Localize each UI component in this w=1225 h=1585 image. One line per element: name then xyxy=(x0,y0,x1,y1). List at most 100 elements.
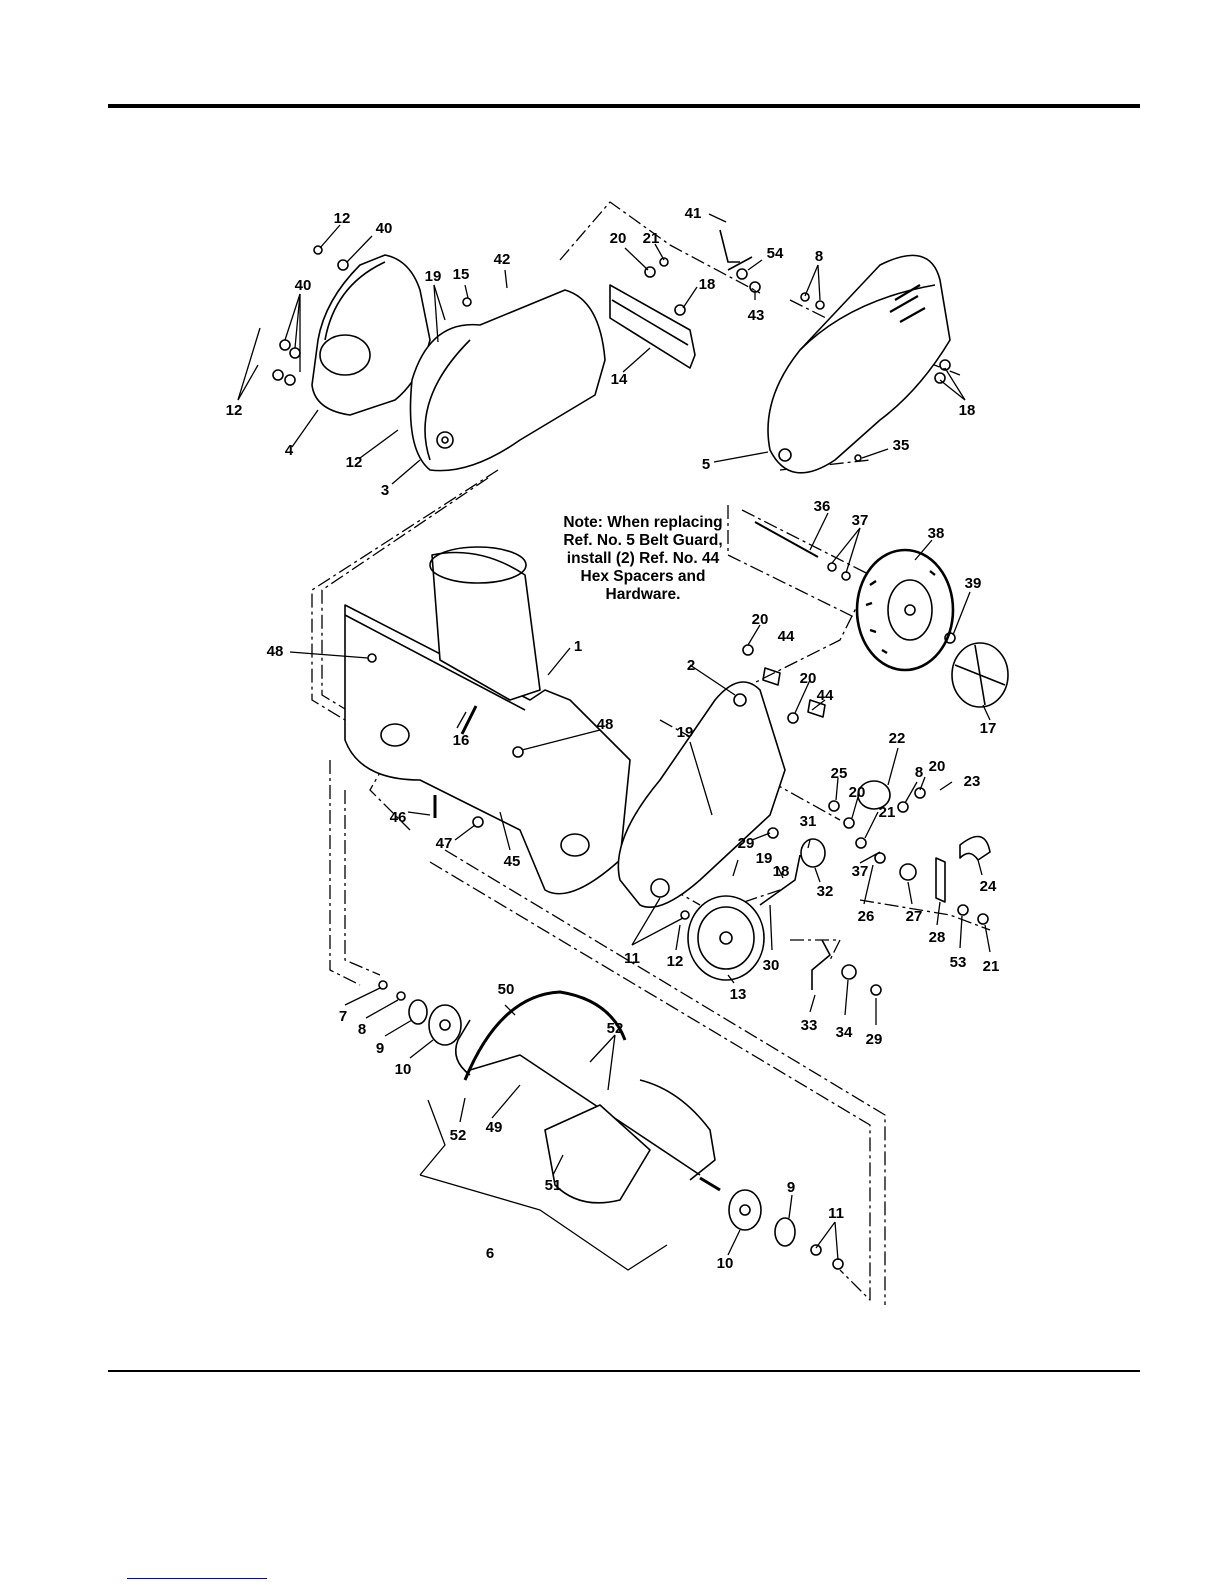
part-9-bearing-left xyxy=(408,999,428,1025)
callout-46: 46 xyxy=(390,809,407,826)
part-17-hubcap xyxy=(951,642,1009,708)
callout-52: 52 xyxy=(450,1127,467,1144)
callout-30: 30 xyxy=(763,957,780,974)
callout-37: 37 xyxy=(852,863,869,880)
callout-13: 13 xyxy=(730,986,747,1003)
callout-8: 8 xyxy=(815,248,823,265)
callout-52: 52 xyxy=(607,1020,624,1037)
callout-2: 2 xyxy=(687,657,695,674)
callout-43: 43 xyxy=(748,307,765,324)
callout-53: 53 xyxy=(950,954,967,971)
callout-33: 33 xyxy=(801,1017,818,1034)
callout-22: 22 xyxy=(889,730,906,747)
part-9-bearing-right xyxy=(774,1217,796,1247)
callout-12: 12 xyxy=(334,210,351,227)
part-2-side-plate xyxy=(617,681,786,909)
part-14-belt-guide xyxy=(609,284,696,369)
callout-39: 39 xyxy=(965,575,982,592)
belt-guard-note: Note: When replacing Ref. No. 5 Belt Gua… xyxy=(538,514,748,604)
part-5-belt-guard xyxy=(767,254,951,474)
small-hardware xyxy=(272,229,991,1270)
leader-lines xyxy=(237,213,991,1271)
callout-24: 24 xyxy=(980,878,997,895)
callout-19: 19 xyxy=(425,268,442,285)
callout-34: 34 xyxy=(836,1024,853,1041)
callout-5: 5 xyxy=(702,456,710,473)
callout-28: 28 xyxy=(929,929,946,946)
callout-12: 12 xyxy=(226,402,243,419)
callout-21: 21 xyxy=(879,804,896,821)
callout-4: 4 xyxy=(285,442,294,459)
callout-32: 32 xyxy=(817,883,834,900)
part-1-auger-housing xyxy=(344,546,631,895)
part-6-auger-assembly xyxy=(454,990,721,1204)
callout-15: 15 xyxy=(453,266,470,283)
part-4-pulley-cover xyxy=(311,254,431,416)
callout-20: 20 xyxy=(929,758,946,775)
note-line: install (2) Ref. No. 44 xyxy=(566,550,720,567)
part-3-inner-housing xyxy=(409,289,606,472)
callout-54: 54 xyxy=(767,245,784,262)
callout-44: 44 xyxy=(778,628,795,645)
callout-37: 37 xyxy=(852,512,869,529)
callout-36: 36 xyxy=(814,498,831,515)
callout-40: 40 xyxy=(376,220,393,237)
callout-20: 20 xyxy=(849,784,866,801)
callout-25: 25 xyxy=(831,765,848,782)
callout-20: 20 xyxy=(800,670,817,687)
callout-14: 14 xyxy=(611,371,628,388)
part-36-axle xyxy=(754,521,819,558)
callout-12: 12 xyxy=(667,953,684,970)
callout-9: 9 xyxy=(787,1179,795,1196)
callout-21: 21 xyxy=(983,958,1000,975)
callout-9: 9 xyxy=(376,1040,384,1057)
callout-38: 38 xyxy=(928,525,945,542)
callout-labels: 12 40 40 12 4 19 15 42 12 3 20 21 41 54 … xyxy=(226,205,1000,1272)
part-38-wheel xyxy=(855,548,955,672)
footer-link-underline[interactable] xyxy=(127,1578,267,1579)
callout-21: 21 xyxy=(643,230,660,247)
callout-6: 6 xyxy=(486,1245,494,1262)
callout-18: 18 xyxy=(959,402,976,419)
callout-19: 19 xyxy=(756,850,773,867)
callout-50: 50 xyxy=(498,981,515,998)
callout-11: 11 xyxy=(828,1205,844,1222)
callout-16: 16 xyxy=(453,732,470,749)
callout-31: 31 xyxy=(800,813,817,830)
callout-12: 12 xyxy=(346,454,363,471)
note-line: Ref. No. 5 Belt Guard, xyxy=(563,532,723,549)
callout-44: 44 xyxy=(817,687,834,704)
callout-45: 45 xyxy=(504,853,521,870)
part-13-pulley xyxy=(687,895,765,981)
callout-11: 11 xyxy=(624,950,640,967)
callout-48: 48 xyxy=(267,643,284,660)
callout-20: 20 xyxy=(752,611,769,628)
callout-17: 17 xyxy=(980,720,997,737)
note-line: Note: When replacing xyxy=(563,514,723,531)
callout-10: 10 xyxy=(717,1255,734,1272)
callout-49: 49 xyxy=(486,1119,503,1136)
callout-29: 29 xyxy=(866,1031,883,1048)
callout-41: 41 xyxy=(685,205,702,222)
callout-1: 1 xyxy=(574,638,582,655)
callout-47: 47 xyxy=(436,835,453,852)
callout-27: 27 xyxy=(906,908,923,925)
callout-23: 23 xyxy=(964,773,981,790)
part-10-flange-left xyxy=(428,1004,462,1046)
callout-20: 20 xyxy=(610,230,627,247)
footer-rule xyxy=(108,1370,1140,1372)
callout-18: 18 xyxy=(773,863,790,880)
part-10-flange-right xyxy=(728,1189,762,1231)
callout-3: 3 xyxy=(381,482,389,499)
callout-29: 29 xyxy=(738,835,755,852)
callout-48: 48 xyxy=(597,716,614,733)
callout-8: 8 xyxy=(915,764,923,781)
callout-18: 18 xyxy=(699,276,716,293)
header-rule xyxy=(108,104,1140,108)
callout-26: 26 xyxy=(858,908,875,925)
callout-19: 19 xyxy=(677,724,694,741)
callout-10: 10 xyxy=(395,1061,412,1078)
callout-51: 51 xyxy=(545,1177,562,1194)
note-line: Hardware. xyxy=(605,586,681,603)
